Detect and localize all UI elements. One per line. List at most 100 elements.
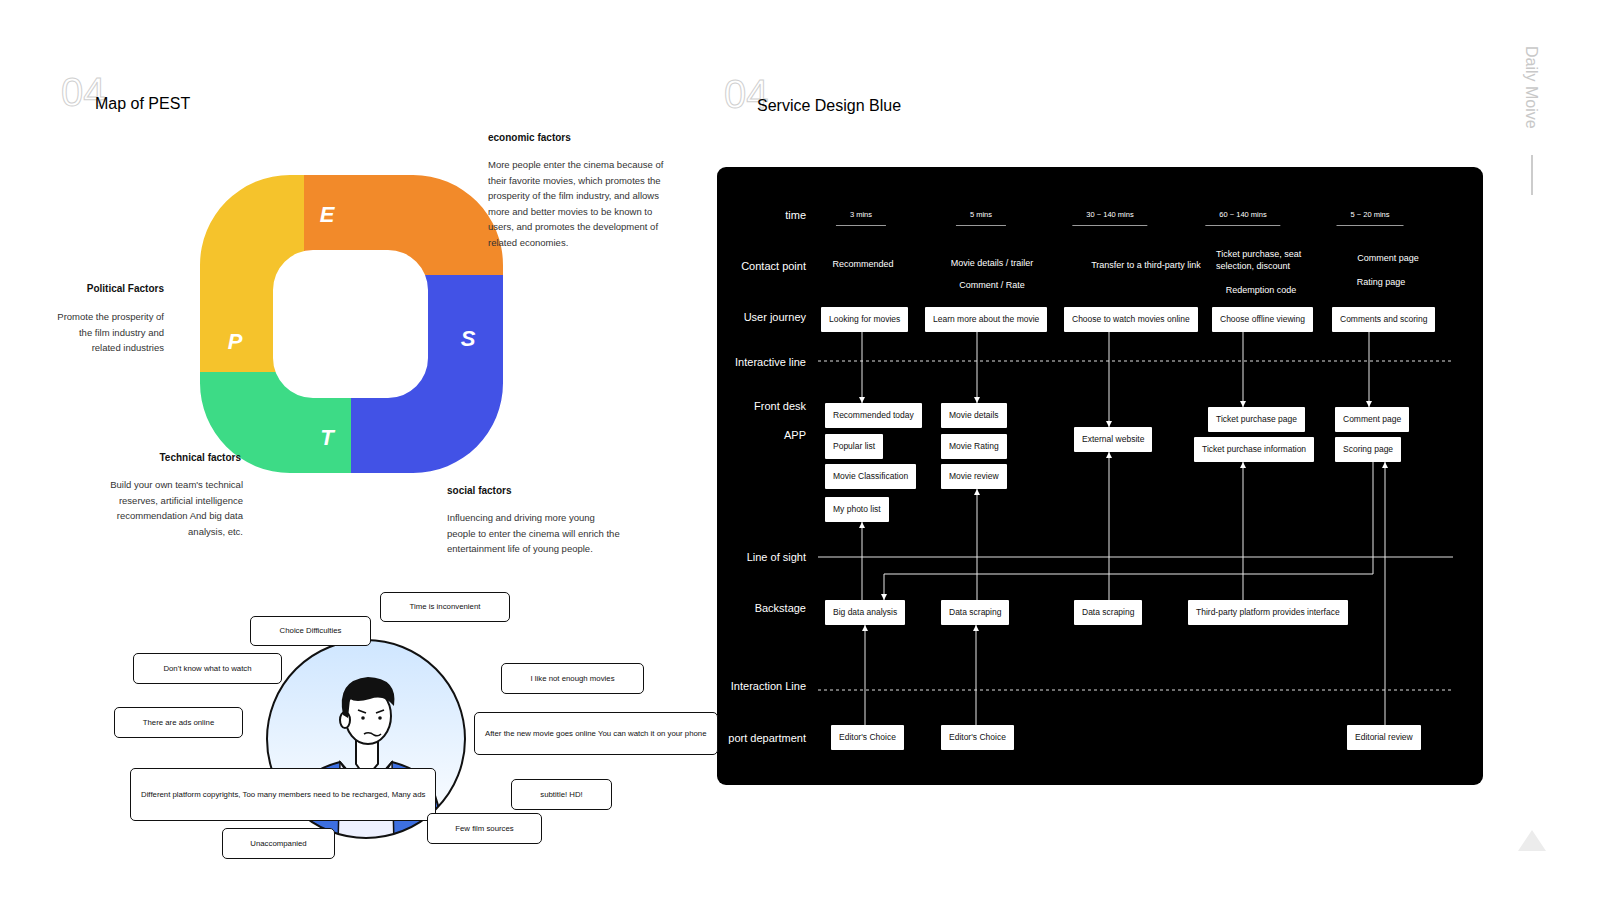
row-label: Line of sight	[747, 551, 806, 563]
row-label: time	[785, 209, 806, 221]
node-text: Learn more about the movie	[933, 313, 1039, 326]
node-text: T	[320, 425, 333, 451]
factor-body: Influencing and driving more young peopl…	[447, 510, 625, 557]
row-label: Interaction Line	[731, 680, 806, 692]
node-text: Scoring page	[1343, 443, 1393, 456]
pest-letter: P	[226, 327, 245, 357]
node-text: E	[320, 202, 335, 228]
pain-point-box: Choice Difficulties	[250, 616, 371, 646]
frontstage-box: Movie details	[941, 403, 1007, 428]
node-text: Editorial review	[1355, 731, 1413, 744]
contact-point: Movie details / trailer	[951, 258, 1034, 268]
node-text: My photo list	[833, 503, 881, 516]
time-value: 5 ~ 20 mins	[1337, 210, 1404, 226]
node-text: Few film sources	[455, 823, 514, 834]
pest-letter: S	[459, 324, 478, 354]
journey-box: Comments and scoring	[1332, 307, 1435, 332]
side-title: Daily Moive	[1522, 46, 1540, 129]
contact-point: Comment / Rate	[959, 280, 1025, 290]
frontstage-box: Scoring page	[1335, 437, 1401, 462]
node-text: Movie Rating	[949, 440, 999, 453]
node-text: Big data analysis	[833, 606, 897, 619]
contact-point: Rating page	[1357, 277, 1406, 287]
frontstage-box: External website	[1074, 427, 1152, 452]
node-text: Unaccompanied	[250, 838, 306, 849]
support-box: Editorial review	[1347, 725, 1421, 750]
contact-point: Ticket purchase, seat selection, discoun…	[1216, 248, 1318, 272]
node-text: P	[228, 329, 243, 355]
node-text: Looking for movies	[829, 313, 900, 326]
factor-body: More people enter the cinema because of …	[488, 157, 673, 250]
factor-heading: social factors	[447, 485, 511, 496]
journey-box: Choose offline viewing	[1212, 307, 1313, 332]
row-label: APP	[784, 429, 806, 441]
flow-connector	[884, 462, 1373, 600]
node-text: After the new movie goes online You can …	[485, 728, 707, 739]
node-text: Ticket purchase page	[1216, 413, 1297, 426]
pest-letter: T	[318, 423, 335, 453]
node-text: Recommended today	[833, 409, 914, 422]
node-text: subtitle! HD!	[540, 789, 582, 800]
frontstage-box: Movie Rating	[941, 434, 1007, 459]
pain-point-box: There are ads online	[114, 707, 243, 738]
row-label: Backstage	[755, 602, 806, 614]
node-text: External website	[1082, 433, 1144, 446]
node-text: Choice Difficulties	[280, 625, 342, 636]
pain-point-box: Different platform copyrights, Too many …	[130, 768, 436, 821]
time-value: 30 ~ 140 mins	[1072, 210, 1147, 226]
interaction-line	[818, 690, 1453, 691]
backstage-box: Data scraping	[1074, 600, 1142, 625]
backstage-box: Data scraping	[941, 600, 1009, 625]
economic-segment	[304, 175, 503, 275]
node-text: Editor's Choice	[839, 731, 896, 744]
frontstage-box: Popular list	[825, 434, 883, 459]
journey-box: Looking for movies	[821, 307, 908, 332]
flow-connector	[976, 625, 977, 725]
factor-heading: Political Factors	[87, 283, 164, 294]
flow-connector	[1109, 332, 1110, 427]
node-text: I like not enough movies	[530, 673, 614, 684]
factor-heading: economic factors	[488, 132, 571, 143]
eye	[361, 716, 365, 720]
node-text: Comment page	[1343, 413, 1401, 426]
frontstage-box: My photo list	[825, 497, 889, 522]
support-box: Editor's Choice	[941, 725, 1014, 750]
node-text: Data scraping	[949, 606, 1001, 619]
backstage-box: Third-party platform provides interface	[1188, 600, 1348, 625]
pain-point-box: Unaccompanied	[222, 828, 335, 859]
node-text: Popular list	[833, 440, 875, 453]
flow-connector	[862, 332, 863, 403]
frontstage-box: Ticket purchase page	[1208, 407, 1305, 432]
node-text: Choose offline viewing	[1220, 313, 1305, 326]
flow-connector	[862, 522, 863, 600]
pain-point-box: subtitle! HD!	[511, 779, 612, 810]
frontstage-box: Movie Classification	[825, 464, 916, 489]
political-segment	[200, 175, 304, 372]
frontstage-box: Comment page	[1335, 407, 1409, 432]
corner-triangle	[1518, 830, 1546, 851]
section-title: Map of PEST	[95, 96, 190, 112]
pest-ring	[200, 175, 503, 473]
node-text: Movie details	[949, 409, 999, 422]
row-label: Interactive line	[735, 356, 806, 368]
node-text: Ticket purchase information	[1202, 443, 1306, 456]
node-text: Editor's Choice	[949, 731, 1006, 744]
flow-connector	[977, 332, 978, 403]
section-title: Service Design Blue	[757, 98, 901, 114]
flow-connector	[1109, 452, 1110, 600]
row-label: port department	[728, 732, 806, 744]
support-box: Editor's Choice	[831, 725, 904, 750]
interactive-line	[818, 361, 1453, 362]
flow-connector	[1369, 332, 1370, 407]
time-value: 60 ~ 140 mins	[1205, 210, 1280, 226]
factor-body: Promote the prosperity of the film indus…	[52, 309, 164, 356]
pain-point-box: Time is inconvenient	[380, 592, 510, 622]
brows	[358, 710, 384, 713]
contact-point: Redemption code	[1226, 285, 1297, 295]
flow-connector	[1243, 332, 1244, 407]
pain-point-box: After the new movie goes online You can …	[474, 712, 718, 755]
contact-point: Transfer to a third-party link	[1091, 260, 1201, 270]
node-text: Movie review	[949, 470, 999, 483]
side-rule	[1531, 155, 1533, 195]
eye	[378, 716, 382, 720]
